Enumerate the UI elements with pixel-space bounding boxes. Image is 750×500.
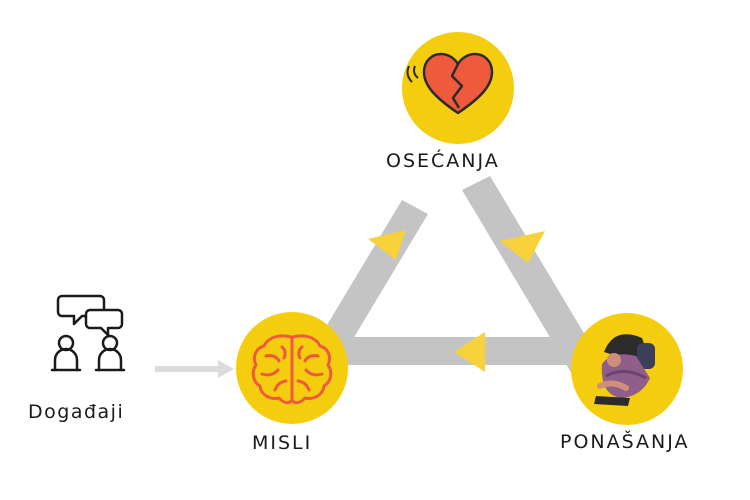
- cycle-arrows: [368, 230, 545, 372]
- feelings-label: OSEĆANJA: [386, 150, 500, 172]
- events-label: Događaji: [28, 401, 125, 423]
- behavior-label: PONAŠANJA: [560, 431, 690, 453]
- connector-feelings-behavior: [462, 176, 600, 374]
- triangle-connectors: [312, 176, 600, 374]
- thoughts-label: MISLI: [252, 432, 313, 454]
- brain-icon: [251, 334, 333, 405]
- arrow-behavior-to-thoughts: [454, 332, 485, 372]
- sad-person-icon: [594, 334, 655, 406]
- arrow-thoughts-to-feelings: [368, 230, 406, 260]
- people-talking-icon: [50, 294, 126, 372]
- events-arrow: [155, 360, 234, 378]
- arrow-feelings-to-behavior: [500, 231, 545, 263]
- broken-heart-icon: [406, 52, 494, 115]
